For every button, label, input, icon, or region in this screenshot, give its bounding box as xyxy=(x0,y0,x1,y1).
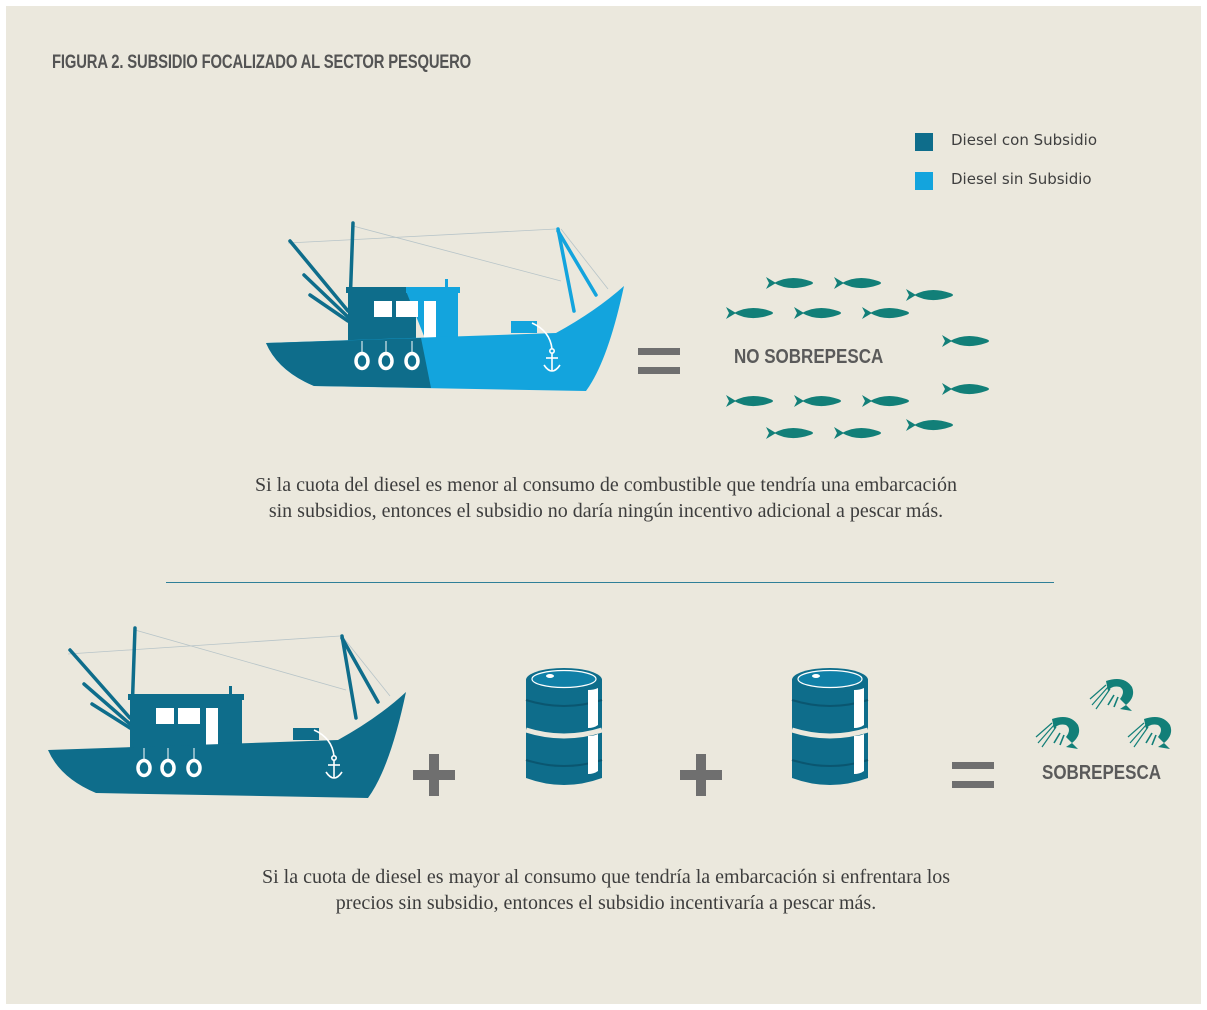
equals-icon xyxy=(952,762,994,788)
fish-icon xyxy=(794,307,841,319)
boat-icon xyxy=(48,626,406,798)
figure-title: FIGURA 2. SUBSIDIO FOCALIZADO AL SECTOR … xyxy=(52,52,472,73)
caption-scenario-2: Si la cuota de diesel es mayor al consum… xyxy=(156,864,1056,916)
plus-icon xyxy=(413,754,455,796)
caption-scenario-1: Si la cuota del diesel es menor al consu… xyxy=(156,472,1056,524)
fish-icon xyxy=(794,395,841,407)
caption-scenario-1-line-2: sin subsidios, entonces el subsidio no d… xyxy=(268,500,944,522)
legend-label-subsidized: Diesel con Subsidio xyxy=(951,131,1098,149)
fish-icon xyxy=(834,427,881,439)
caption-scenario-1-line-1: Si la cuota del diesel es menor al consu… xyxy=(255,474,957,496)
section-divider xyxy=(166,582,1054,583)
plus-icon xyxy=(680,754,722,796)
fish-school-icon xyxy=(726,277,989,439)
overfishing-label: SOBREPESCA xyxy=(1042,762,1162,784)
fish-icon xyxy=(942,383,989,395)
equals-icon xyxy=(638,348,680,374)
oil-barrel-icon xyxy=(525,668,603,785)
fish-icon xyxy=(906,289,953,301)
fish-icon xyxy=(726,395,773,407)
fish-icon xyxy=(766,277,813,289)
fish-icon xyxy=(834,277,881,289)
fish-icon xyxy=(726,307,773,319)
shrimp-glyph xyxy=(1127,717,1172,749)
no-overfishing-label: NO SOBREPESCA xyxy=(734,346,884,368)
figure-panel: FIGURA 2. SUBSIDIO FOCALIZADO AL SECTOR … xyxy=(6,6,1201,1004)
shrimp-glyph xyxy=(1035,717,1080,749)
legend-label-unsubsidized: Diesel sin Subsidio xyxy=(951,170,1092,188)
shrimp-glyph xyxy=(1089,679,1134,711)
legend-swatch-unsubsidized xyxy=(915,172,933,190)
legend-swatch-subsidized xyxy=(915,133,933,151)
boat-icon-two-tone xyxy=(266,221,624,391)
shrimp-icon xyxy=(1035,679,1172,749)
caption-scenario-2-line-1: Si la cuota de diesel es mayor al consum… xyxy=(261,866,951,888)
fish-icon xyxy=(906,419,953,431)
fish-icon xyxy=(942,335,989,347)
oil-barrel-icon xyxy=(791,668,869,785)
fish-icon xyxy=(862,307,909,319)
fish-icon xyxy=(766,427,813,439)
caption-scenario-2-line-2: precios sin subsidio, entonces el subsid… xyxy=(335,892,877,914)
fish-icon xyxy=(862,395,909,407)
